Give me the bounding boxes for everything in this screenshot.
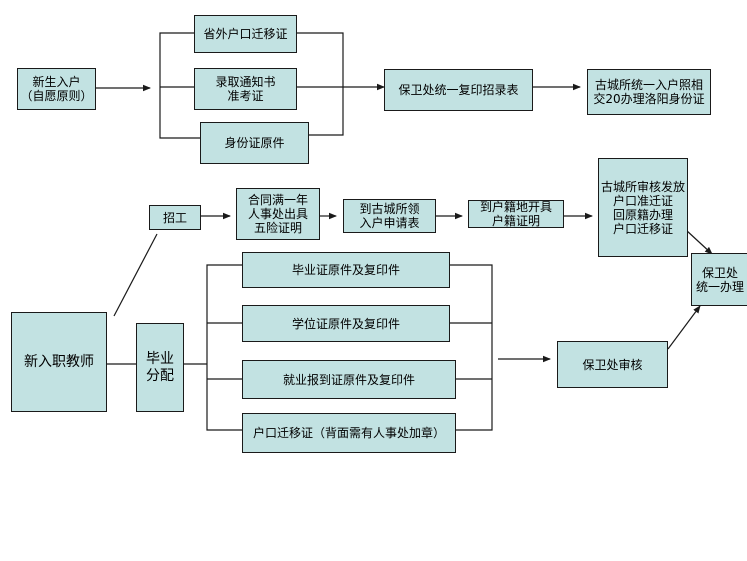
node-gucheng-review: 古城所审核发放 户口准迁证 回原籍办理 户口迁移证 xyxy=(598,158,688,257)
node-graduation: 毕业 分配 xyxy=(136,323,184,412)
node-out-province: 省外户口迁移证 xyxy=(194,15,297,53)
node-hukou-proof: 到户籍地开具 户籍证明 xyxy=(468,200,564,228)
node-newborn: 新生入户 （自愿原则） xyxy=(17,68,96,110)
node-contract: 合同满一年 人事处出具 五险证明 xyxy=(236,188,320,240)
node-security-handle: 保卫处 统一办理 xyxy=(691,253,747,306)
node-recruit: 招工 xyxy=(149,205,201,230)
line-teacher-to-recruit xyxy=(113,233,158,317)
node-degree: 学位证原件及复印件 xyxy=(242,305,450,342)
node-admission: 录取通知书 准考证 xyxy=(194,68,297,110)
node-gucheng-apply: 到古城所领 入户申请表 xyxy=(343,199,436,233)
node-id-card-original: 身份证原件 xyxy=(200,122,309,164)
node-new-teacher: 新入职教师 xyxy=(11,312,107,412)
arrow-review-to-handle xyxy=(667,305,701,350)
node-gucheng-household: 古城所统一入户照相 交20办理洛阳身份证 xyxy=(587,69,711,115)
node-security-copy: 保卫处统一复印招录表 xyxy=(384,69,533,111)
bracket-right-bottom xyxy=(450,264,493,431)
bracket-left-bottom xyxy=(206,264,242,431)
bracket-left-top xyxy=(159,32,200,139)
node-diploma: 毕业证原件及复印件 xyxy=(242,252,450,288)
node-employment: 就业报到证原件及复印件 xyxy=(242,360,456,399)
node-migration: 户口迁移证（背面需有人事处加章） xyxy=(242,413,456,453)
bracket-right-top xyxy=(297,32,344,136)
node-security-review: 保卫处审核 xyxy=(557,341,668,388)
